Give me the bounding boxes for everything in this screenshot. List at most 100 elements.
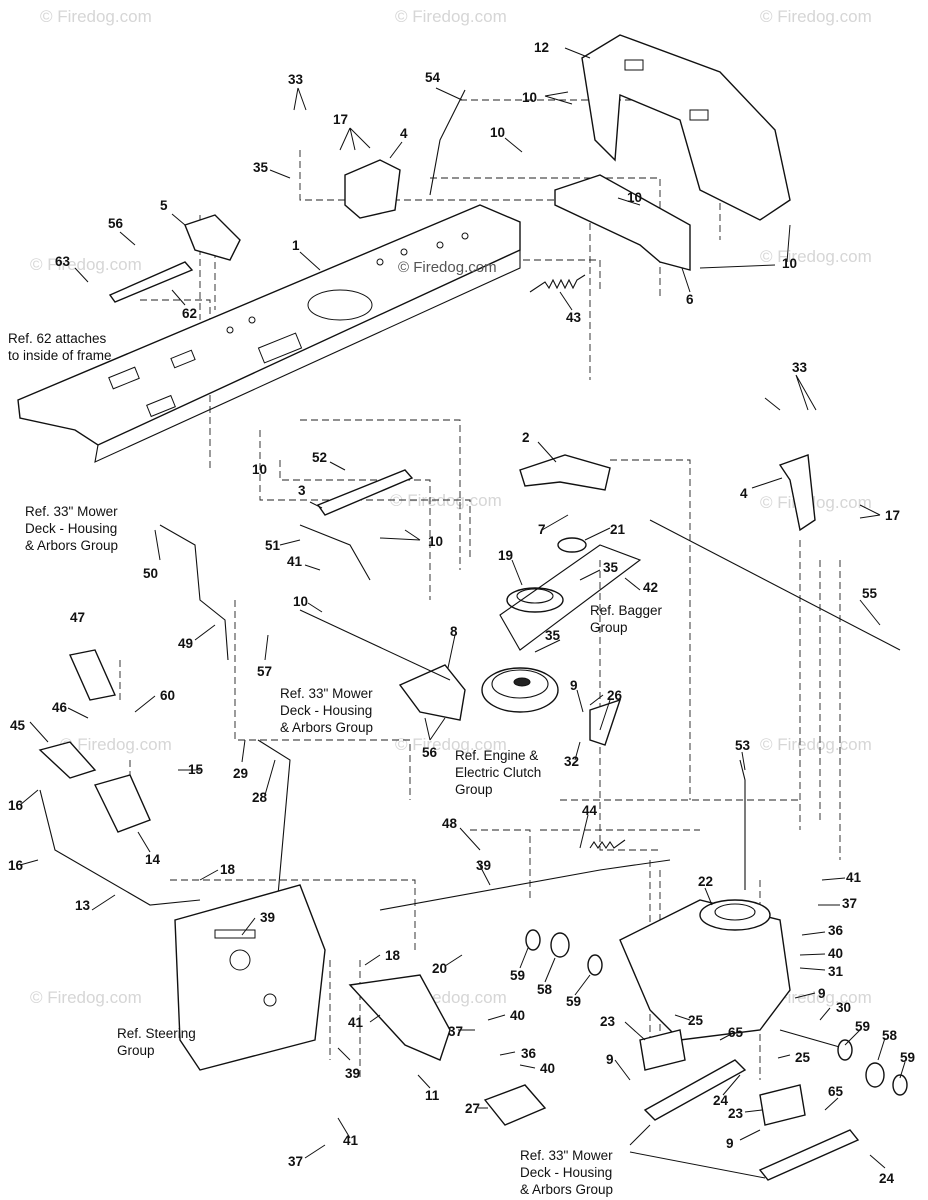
- callout-number: 58: [882, 1028, 898, 1043]
- rod: [379, 859, 671, 911]
- watermark: © Firedog.com: [395, 7, 507, 26]
- washer: [837, 1039, 853, 1061]
- rear-plate: [581, 34, 791, 221]
- watermark: © Firedog.com: [395, 735, 507, 754]
- callout-number: 12: [534, 40, 549, 55]
- callout-number: 41: [343, 1133, 359, 1148]
- rod: [299, 524, 371, 581]
- callout-number: 36: [828, 923, 844, 938]
- callout-number: 10: [252, 462, 267, 477]
- callout-number: 50: [143, 566, 158, 581]
- callout-number: 65: [728, 1025, 744, 1040]
- pedal-pad: [69, 649, 116, 701]
- callout-number: 36: [521, 1046, 537, 1061]
- callout-number: 37: [288, 1154, 303, 1169]
- watermark: © Firedog.com: [30, 255, 142, 274]
- callout-number: 24: [713, 1093, 729, 1108]
- callout-number: 33: [792, 360, 808, 375]
- watermark: © Firedog.com: [30, 988, 142, 1007]
- callout-number: 62: [182, 306, 197, 321]
- callout-layer: 12 54 33 10 10 17 4 35 10 10 5 56 1 63 6…: [8, 40, 915, 1186]
- rod: [739, 759, 746, 890]
- callout-number: 6: [686, 292, 694, 307]
- washer: [892, 1074, 908, 1096]
- callout-number: 52: [312, 450, 327, 465]
- watermark-center: © Firedog.com: [398, 259, 497, 276]
- watermark: © Firedog.com: [760, 7, 872, 26]
- callout-number: 8: [450, 624, 458, 639]
- callout-number: 60: [160, 688, 175, 703]
- callout-number: 40: [540, 1061, 555, 1076]
- callout-number: 43: [566, 310, 582, 325]
- callout-number: 5: [160, 198, 168, 213]
- callout-number: 27: [465, 1101, 480, 1116]
- callout-number: 30: [836, 1000, 851, 1015]
- spacer: [865, 1062, 885, 1088]
- pulley: [557, 537, 587, 553]
- lever: [348, 974, 451, 1061]
- callout-number: 11: [425, 1088, 440, 1103]
- grip: [483, 1084, 547, 1126]
- steering-plate: [174, 884, 326, 1071]
- callout-number: 35: [253, 160, 269, 175]
- callout-number: 37: [842, 896, 857, 911]
- callout-number: 49: [178, 636, 193, 651]
- callout-number: 10: [428, 534, 443, 549]
- callout-number: 59: [510, 968, 525, 983]
- watermark-layer: © Firedog.com © Firedog.com © Firedog.co…: [30, 7, 872, 1007]
- callout-number: 29: [233, 766, 248, 781]
- callout-number: 51: [265, 538, 281, 553]
- callout-number: 17: [333, 112, 348, 127]
- callout-number: 18: [385, 948, 401, 963]
- callout-number: 19: [498, 548, 513, 563]
- callout-number: 57: [257, 664, 272, 679]
- callout-number: 10: [782, 256, 797, 271]
- callout-number: 41: [287, 554, 303, 569]
- callout-number: 10: [522, 90, 537, 105]
- watermark: © Firedog.com: [760, 493, 872, 512]
- callout-number: 41: [846, 870, 862, 885]
- rod: [159, 524, 229, 661]
- callout-number: 31: [828, 964, 844, 979]
- callout-number: 25: [795, 1050, 811, 1065]
- callout-number: 35: [545, 628, 561, 643]
- callout-number: 20: [432, 961, 447, 976]
- main-frame: [17, 204, 521, 463]
- callout-number: 24: [879, 1171, 895, 1186]
- callout-number: 37: [448, 1024, 463, 1039]
- axle-bracket: [639, 1029, 686, 1071]
- washer: [587, 954, 603, 976]
- rear-bracket: [554, 174, 691, 271]
- callout-number: 59: [566, 994, 581, 1009]
- watermark: © Firedog.com: [760, 247, 872, 266]
- callout-number: 10: [627, 190, 642, 205]
- callout-number: 10: [490, 125, 505, 140]
- callout-number: 46: [52, 700, 68, 715]
- callout-number: 15: [188, 762, 204, 777]
- callout-number: 33: [288, 72, 304, 87]
- callout-number: 59: [855, 1019, 870, 1034]
- callout-number: 56: [108, 216, 124, 231]
- callout-number: 21: [610, 522, 626, 537]
- callout-number: 58: [537, 982, 553, 997]
- axle-bracket: [759, 1084, 806, 1126]
- bracket: [184, 214, 241, 261]
- callout-number: 23: [728, 1106, 744, 1121]
- callout-number: 59: [900, 1050, 915, 1065]
- callout-number: 16: [8, 858, 24, 873]
- spring: [589, 839, 626, 849]
- callout-number: 14: [145, 852, 161, 867]
- callout-number: 22: [698, 874, 713, 889]
- callout-number: 39: [345, 1066, 360, 1081]
- bracket: [398, 664, 466, 721]
- callout-number: 32: [564, 754, 579, 769]
- callout-number: 55: [862, 586, 878, 601]
